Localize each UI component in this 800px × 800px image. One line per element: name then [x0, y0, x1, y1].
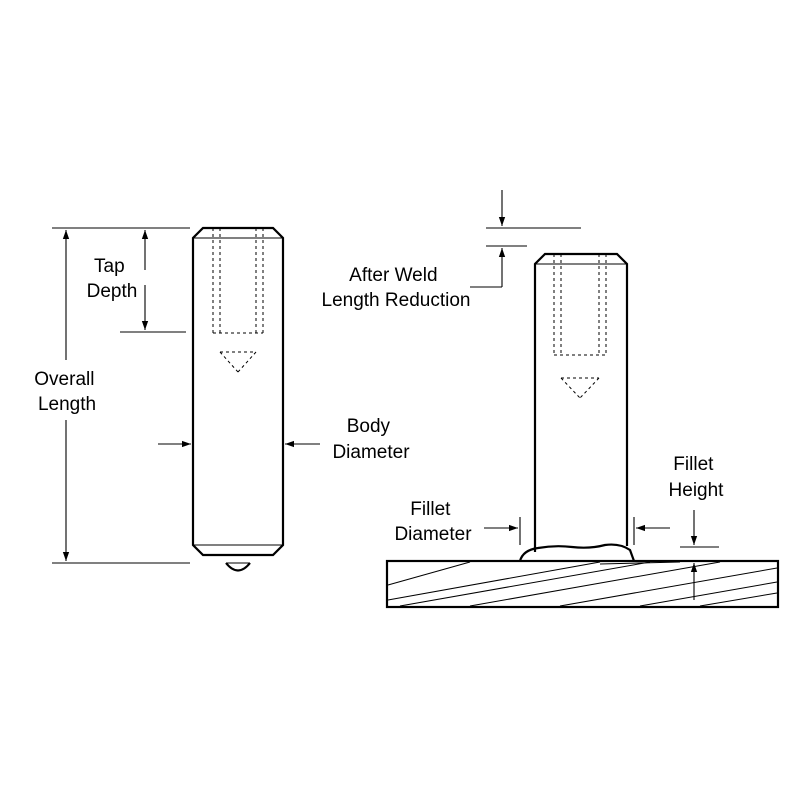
after-weld-length-reduction-dimension — [470, 190, 581, 288]
body-diameter-label: Body Diameter — [332, 416, 410, 463]
tap-depth-label: Tap Depth — [87, 256, 138, 302]
after-weld-length-reduction-label: After Weld Length Reduction — [322, 265, 471, 311]
base-plate — [385, 559, 780, 609]
base-plate-hatching — [387, 561, 778, 607]
left-stud-outline — [191, 226, 285, 557]
right-tapped-hole — [553, 254, 607, 399]
weld-fillet — [518, 543, 636, 562]
left-stud — [191, 226, 285, 572]
tap-depth-dimension — [120, 230, 186, 333]
left-stud-weld-tip — [225, 562, 251, 572]
fillet-height-dimension — [680, 510, 719, 600]
fillet-height-label: Fillet Height — [669, 454, 725, 501]
base-plate-outline — [385, 559, 780, 609]
left-tapped-hole — [212, 228, 264, 373]
overall-length-label: Overall Length — [34, 369, 99, 415]
right-stud-outline — [533, 252, 629, 552]
overall-length-dimension — [52, 227, 190, 564]
fillet-diameter-label: Fillet Diameter — [394, 499, 472, 545]
fillet-diameter-dimension — [484, 517, 670, 545]
right-stud — [518, 252, 636, 562]
